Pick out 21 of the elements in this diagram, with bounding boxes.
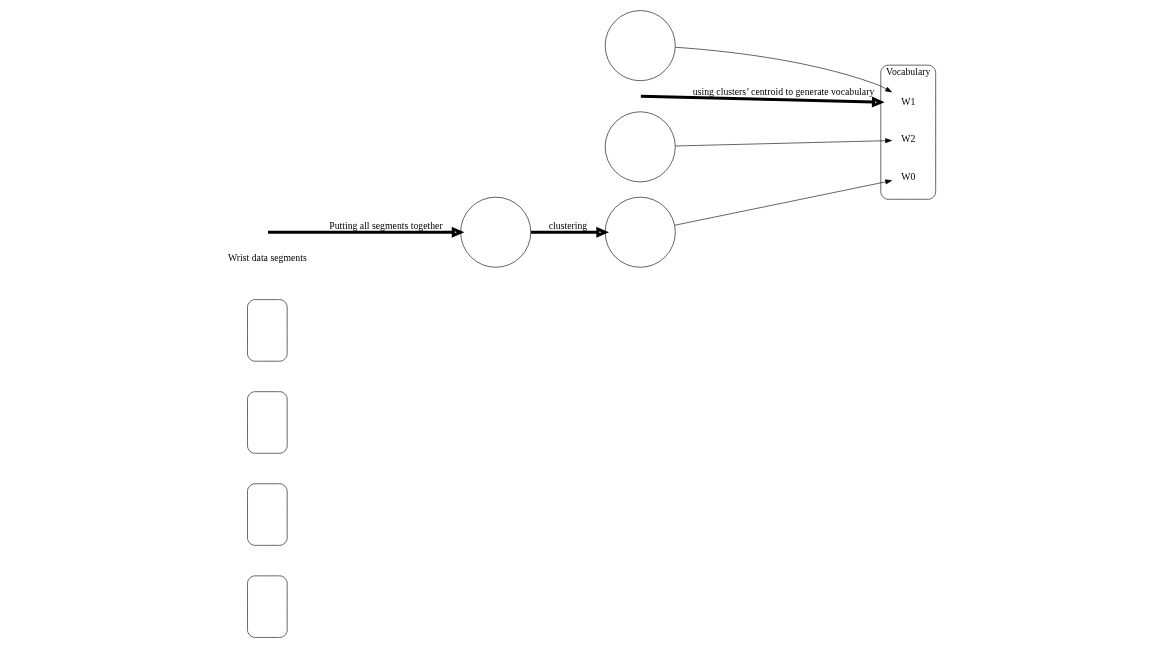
edge-label: clustering xyxy=(548,220,588,232)
arrow xyxy=(530,226,609,238)
arrow xyxy=(675,47,892,93)
node-circle xyxy=(460,196,532,268)
arrow xyxy=(268,226,465,238)
node-circle xyxy=(604,196,676,268)
arrow xyxy=(674,179,892,226)
label: Wrist data segments xyxy=(228,251,307,263)
node-box xyxy=(247,575,288,638)
node-text: W1 xyxy=(901,96,916,108)
node-box xyxy=(247,391,288,454)
edge-label: using clusters’ centroid to generate vocabulary xyxy=(692,85,875,97)
arrow xyxy=(675,138,892,147)
arrow xyxy=(640,94,885,108)
node-text: W2 xyxy=(901,133,916,145)
node-circle xyxy=(604,111,676,183)
edge-label: Putting all segments together xyxy=(329,220,443,232)
node-text: W0 xyxy=(901,170,916,182)
node-circle xyxy=(604,10,676,81)
node-box xyxy=(247,299,288,362)
node-box xyxy=(247,483,288,546)
